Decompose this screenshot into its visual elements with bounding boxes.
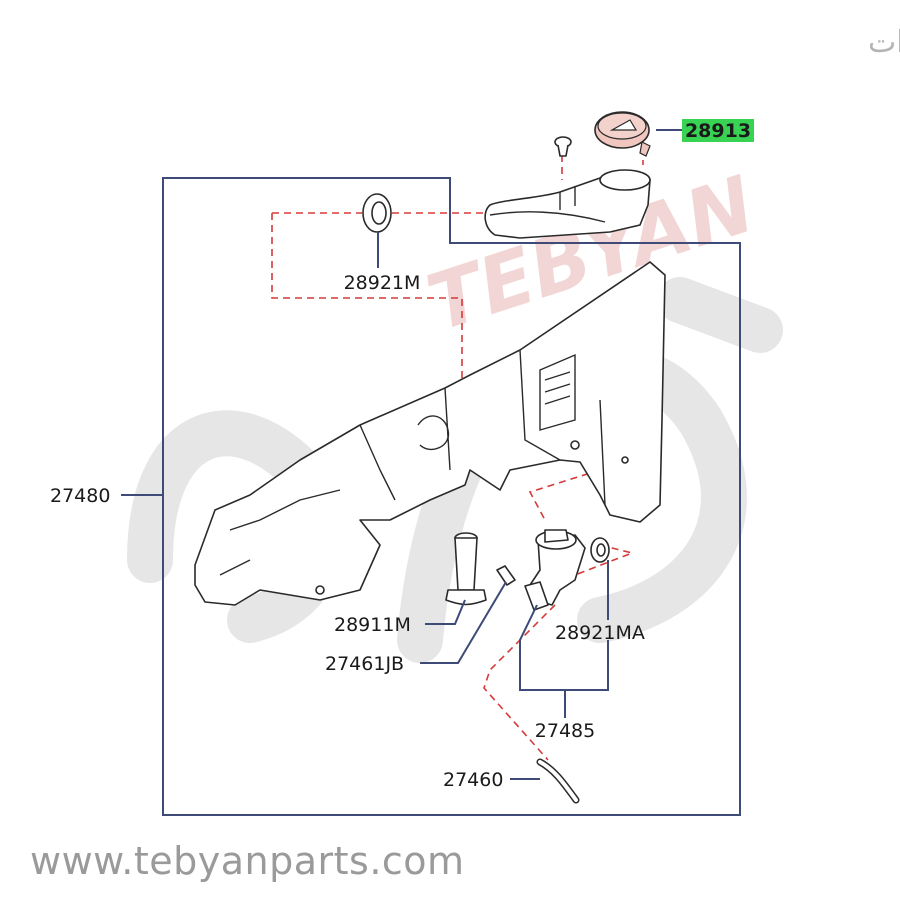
dash-hose-run	[483, 604, 556, 761]
part-labels: 28913 28921M 27480 28911M 27461JB 28921M…	[50, 119, 754, 791]
leader-27485	[519, 604, 609, 718]
leader-28911m	[425, 599, 466, 625]
reservoir-cap	[594, 111, 651, 157]
label-27485[interactable]: 27485	[535, 720, 595, 742]
label-28911m[interactable]: 28911M	[334, 614, 411, 636]
dash-pump-right	[574, 544, 635, 576]
label-28913[interactable]: 28913	[685, 120, 751, 142]
dash-grommet-to-tank	[271, 213, 463, 435]
label-28921ma[interactable]: 28921MA	[555, 622, 645, 644]
label-28913-highlight	[682, 119, 754, 142]
reservoir-tank	[194, 261, 666, 606]
filter-28911m	[445, 532, 487, 606]
connector-27461jb	[496, 565, 516, 586]
leader-27461jb	[420, 581, 507, 664]
grommet-28921ma	[590, 537, 610, 563]
hose-27460	[536, 758, 580, 804]
grommet-28921m	[362, 193, 392, 233]
label-27461jb[interactable]: 27461JB	[325, 653, 404, 675]
connection-dashes	[271, 148, 644, 761]
watermark-stroke-4	[657, 277, 783, 353]
assembly-frame	[162, 177, 741, 816]
leader-lines	[121, 129, 682, 780]
dash-pump-upper	[528, 469, 601, 521]
clip-pin	[554, 136, 572, 157]
label-27480[interactable]: 27480	[50, 485, 110, 507]
brand-arabic-title: تبيان لقطع غيار السيارات	[868, 25, 900, 60]
label-28921m[interactable]: 28921M	[344, 272, 421, 294]
washer-pump	[524, 529, 586, 611]
label-27460[interactable]: 27460	[443, 769, 503, 791]
website-url: www.tebyanparts.com	[30, 839, 465, 883]
filler-neck	[484, 169, 651, 239]
